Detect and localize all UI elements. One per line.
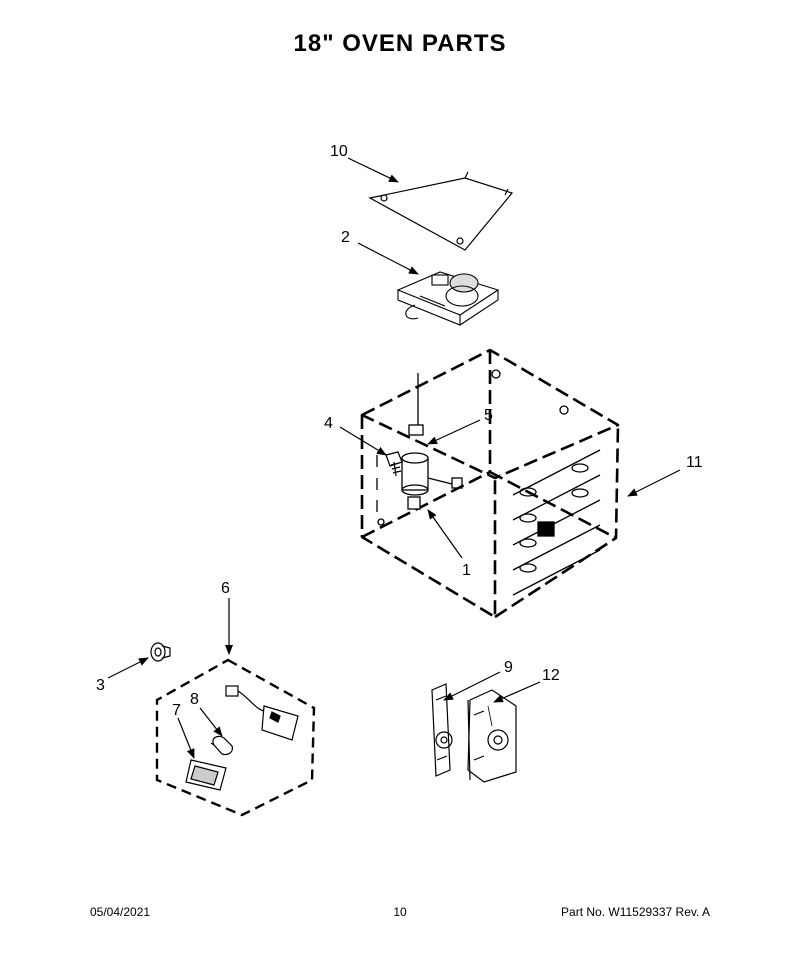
light-assembly-details: [185, 685, 299, 791]
callout-3: 3: [96, 677, 105, 694]
part-10-shield-plate: [368, 171, 514, 251]
callout-4: 4: [324, 415, 333, 432]
leader-11: [627, 469, 681, 497]
part-5-light-socket: [401, 452, 463, 496]
leader-3: [107, 657, 149, 679]
callout-8: 8: [190, 691, 199, 708]
part-12-hinge-receiver: [467, 689, 517, 783]
callout-2: 2: [341, 229, 350, 246]
callout-11: 11: [686, 454, 703, 471]
callout-7: 7: [172, 702, 181, 719]
page-title: 18" OVEN PARTS: [293, 30, 507, 57]
leader-4: [339, 426, 387, 456]
callout-6: 6: [221, 580, 230, 597]
callout-9: 9: [504, 659, 513, 676]
part-11-oven-cavity: [360, 348, 620, 619]
part-9-hinge: [431, 683, 453, 777]
callout-5: 5: [484, 407, 493, 424]
footer-date: 05/04/2021: [90, 905, 151, 919]
leader-1: [427, 509, 463, 559]
part-2-switch-assembly: [396, 271, 500, 326]
footer-part-number: Part No. W11529337 Rev. A: [561, 905, 710, 919]
part-1-probe-jack: [407, 496, 421, 510]
callout-12: 12: [542, 667, 560, 684]
part-3-knob: [150, 642, 171, 662]
leader-lines: [107, 157, 681, 759]
leader-8: [199, 707, 223, 737]
callout-labels: 10 2 4 5 11 1 6 3 8 7 9 12: [96, 143, 703, 719]
callout-10: 10: [330, 143, 348, 160]
leader-5: [427, 419, 481, 445]
leader-10: [347, 157, 399, 183]
leader-9: [443, 671, 501, 701]
oven-cavity-details: [376, 369, 601, 596]
callout-1: 1: [462, 562, 471, 579]
leader-7: [177, 717, 195, 759]
footer-page-number: 10: [393, 905, 407, 919]
part-6-light-assembly: [155, 658, 316, 817]
leader-2: [357, 242, 419, 275]
part-4-screw: [385, 451, 403, 477]
leader-12: [493, 681, 541, 703]
